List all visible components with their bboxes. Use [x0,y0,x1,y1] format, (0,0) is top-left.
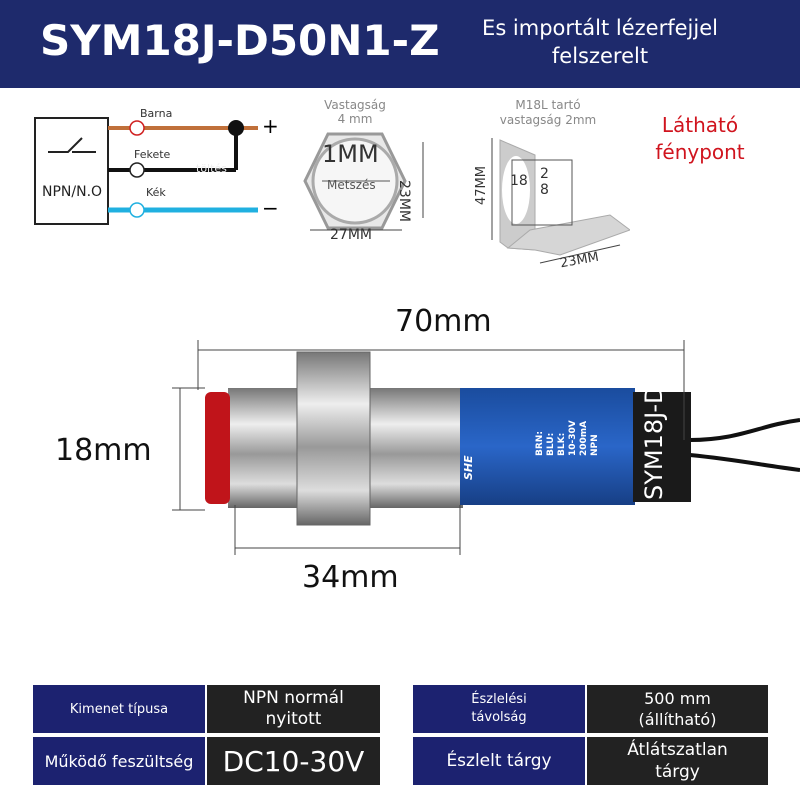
wiring-box-label: NPN/N.O [42,184,103,200]
nut-height: 23MM [396,180,412,222]
plus-sign: + [262,114,279,138]
sensor-model-print: SYM18J-D [640,385,668,500]
sensor-red-lens [205,392,230,504]
spec-label-detected-object: Észlelt tárgy [413,737,585,785]
sensor-label-line: 10-30V [568,420,578,456]
wire-label-brown: Barna [140,107,173,120]
sensor-label-line: NPN [590,434,600,456]
visible-light-spot-note: Látható fénypont [655,113,745,164]
product-subtitle: Es importált lézerfejjel felszerelt [482,16,718,68]
sensor-label-line: 200mA [579,420,589,456]
nut-width: 27MM [330,227,372,243]
wire-label-black: Fekete [134,148,171,161]
header-banner: SYM18J-D50N1-Z Es importált lézerfejjel … [0,0,800,88]
thread-dimension: 34mm [302,560,399,595]
sensor-nut [296,351,371,526]
sensor-label-line: BLU: [546,432,556,456]
minus-sign: − [262,196,279,220]
sensor-label-line: BRN: [535,431,545,456]
sensor-brand: SHE [462,455,475,480]
spec-label-detection-distance: Észlelési távolság [413,685,585,733]
sensor-label-line: BLK: [557,432,567,456]
sensor-end-cap [633,392,691,502]
spec-label-output-type: Kimenet típusa [33,685,205,733]
bracket-hole: 18 [510,173,528,189]
junction-dot-icon [228,120,244,136]
switch-symbol-icon [48,137,96,153]
wire-label-blue: Kék [146,186,166,199]
nut-pitch-label: Metszés [327,178,376,192]
bracket-height: 47MM [474,166,489,205]
diameter-dimension: 18mm [55,433,152,468]
wiring-diagram [34,117,258,225]
length-dimension: 70mm [395,304,492,339]
bracket-slot-top: 2 [540,166,549,182]
spec-value-output-type: NPN normál nyitott [207,685,380,733]
bracket-thickness: vastagság 2mm [499,113,597,127]
bracket-title-label: M18L tartó [515,98,581,112]
sensor-drawing [172,340,800,555]
spec-label-voltage: Működő feszültség [33,737,205,785]
spec-value-detection-distance: 500 mm (állítható) [587,685,768,733]
spec-value-voltage: DC10-30V [207,737,380,785]
wire-overlay-text: töltés [196,162,227,175]
bracket-slot-bottom: 8 [540,182,549,198]
nut-drawing [303,132,424,231]
bracket-drawing [491,138,630,264]
nut-thickness-value: 4 mm [337,112,373,126]
spec-value-detected-object: Átlátszatlan tárgy [587,737,768,785]
product-title: SYM18J-D50N1-Z [40,16,440,65]
sensor-blue-label [460,388,635,505]
cable [689,418,800,472]
nut-thickness-label: Vastagság [324,98,386,112]
nut-pitch: 1MM [322,140,379,168]
